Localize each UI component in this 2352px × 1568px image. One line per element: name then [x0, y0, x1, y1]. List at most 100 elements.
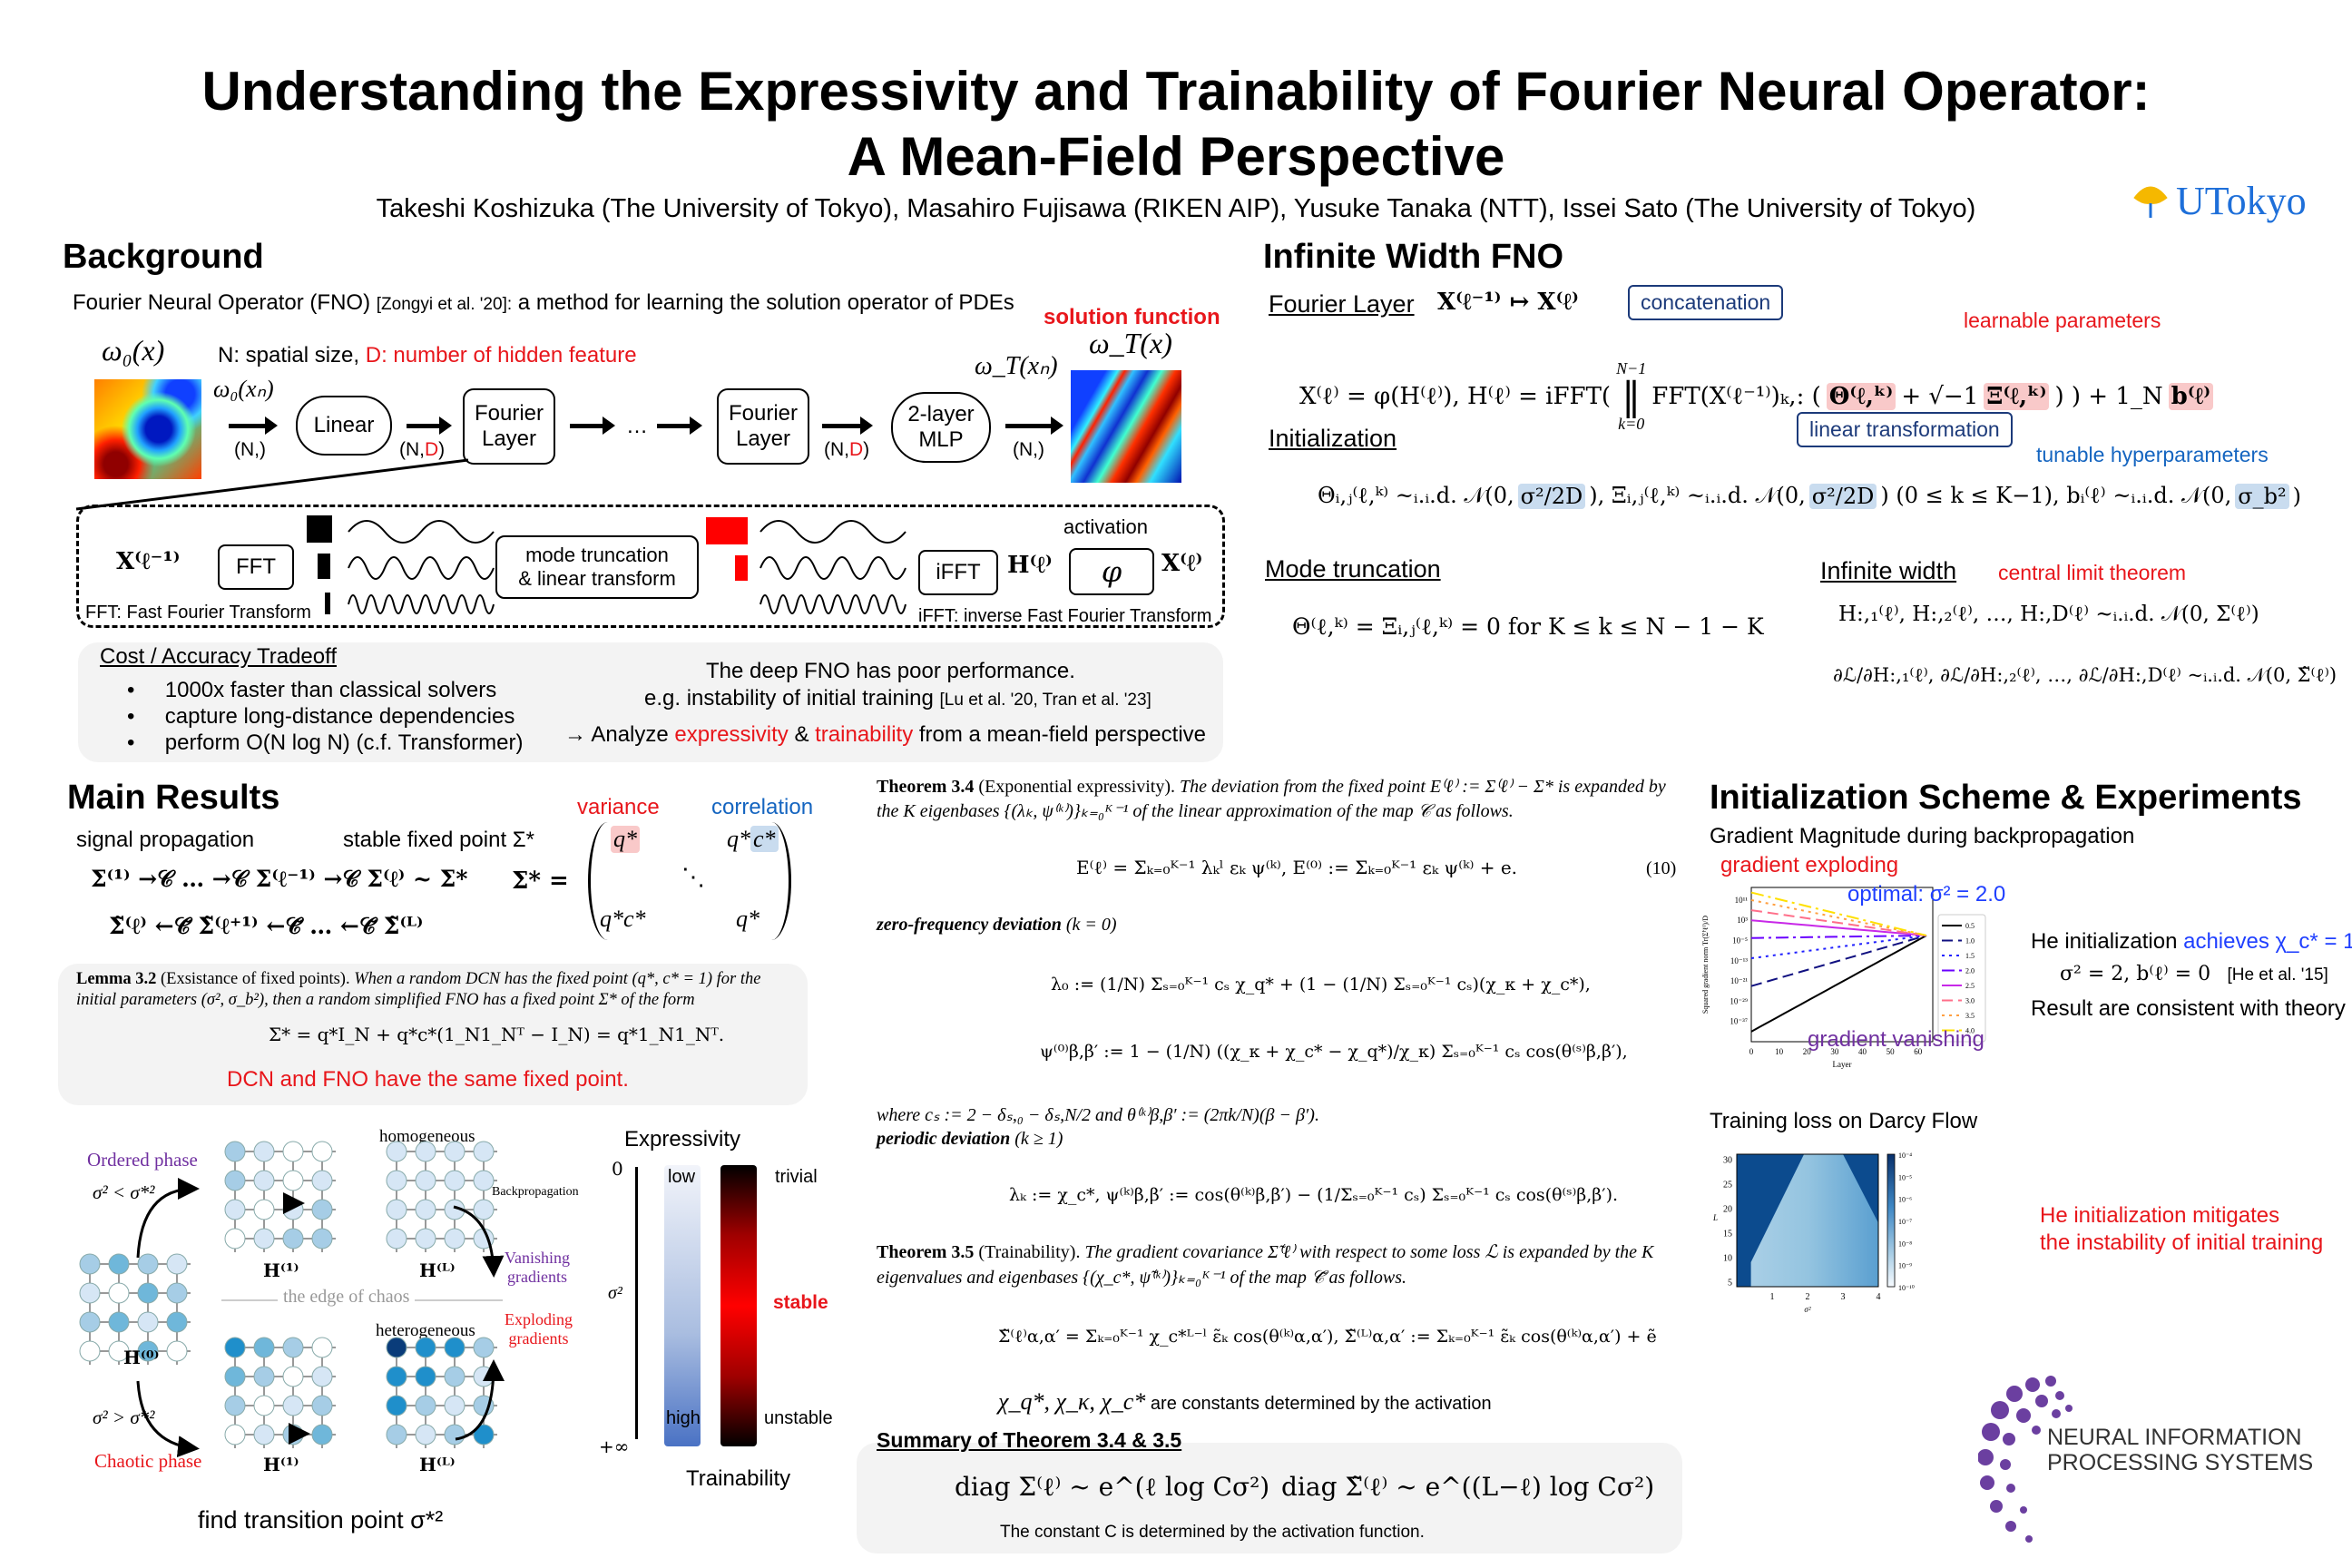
x-tick-label: 0	[1749, 1047, 1754, 1056]
colorbar-tick-label: 10⁻¹⁰	[1898, 1284, 1915, 1292]
optimal-label: optimal: σ² = 2.0	[1847, 882, 2006, 906]
node	[79, 1311, 101, 1333]
node	[253, 1141, 275, 1162]
node	[415, 1170, 436, 1191]
node	[108, 1253, 130, 1275]
lemma-equation: Σ* = q*I_N + q*c*(1_N1_Nᵀ − I_N) = q*1_N…	[269, 1024, 725, 1045]
series-line-3.5	[1750, 898, 1927, 936]
node	[473, 1199, 495, 1220]
theorem-3-5-eq: Σ̃⁽ℓ⁾α,α′ = Σₖ₌₀ᴷ⁻¹ χ_c*ᴸ⁻ˡ ε̃ₖ cos(θ⁽ᵏ⁾…	[998, 1327, 1657, 1347]
h1-label: H⁽¹⁾	[263, 1259, 299, 1281]
series-line-1.5	[1750, 934, 1927, 960]
activation-label: activation	[1063, 515, 1148, 538]
x-tick-label: 4	[1877, 1292, 1881, 1302]
homogeneous-label: homogeneous	[379, 1127, 475, 1146]
node	[253, 1199, 275, 1220]
backpropagation-label: Backpropagation	[492, 1185, 579, 1199]
trivial-label: trivial	[775, 1167, 818, 1187]
node	[79, 1340, 101, 1362]
poster-title-line1: Understanding the Expressivity and Train…	[201, 61, 2151, 122]
vanishing-gradients-label: Vanishing gradients	[505, 1249, 570, 1286]
y-tick-label: 10⁻²¹	[1730, 976, 1748, 985]
colorbar-tick-label: 10⁻⁶	[1898, 1196, 1912, 1204]
y-tick-label: 10⁻²⁹	[1730, 996, 1748, 1005]
matrix-diag-entry: q*	[736, 906, 760, 932]
node	[282, 1228, 304, 1250]
node	[473, 1424, 495, 1446]
node	[79, 1253, 101, 1275]
dim-label: (N,)	[1013, 439, 1044, 460]
node	[137, 1253, 159, 1275]
node	[253, 1170, 275, 1191]
arrow	[1005, 416, 1063, 435]
mlp-block: 2-layer MLP	[891, 392, 991, 463]
linear-transformation-note: linear transformation	[1797, 412, 2013, 447]
node	[311, 1337, 333, 1358]
sigma-hyperparam: σ²/2D	[1808, 483, 1877, 509]
activation-block: φ	[1069, 548, 1154, 595]
node	[108, 1311, 130, 1333]
node	[415, 1228, 436, 1250]
arrow	[657, 416, 702, 435]
node	[444, 1228, 466, 1250]
he-init-eq: σ² = 2, b⁽ℓ⁾ = 0 [He et al. '15]	[2060, 963, 2328, 985]
main-results-heading: Main Results	[67, 779, 280, 817]
node	[282, 1170, 304, 1191]
heatmap-low-loss-region	[1750, 1154, 1878, 1287]
node	[386, 1337, 407, 1358]
arrow	[229, 416, 278, 435]
tradeoff-title: Cost / Accuracy Tradeoff	[100, 644, 338, 669]
mode-truncation-block: mode truncation & linear transform	[495, 535, 699, 599]
sigma-axis-zero: 0	[612, 1158, 623, 1180]
omega-t-xn: ω_T(xₙ)	[975, 352, 1058, 380]
exploding-gradients-label: Exploding gradients	[505, 1310, 573, 1348]
learnable-note: learnable parameters	[1964, 309, 2161, 332]
node	[311, 1199, 333, 1220]
bullet-item: • perform O(N log N) (c.f. Transformer)	[127, 730, 524, 755]
mitigates-note-1: He initialization mitigates	[2040, 1203, 2280, 1228]
legend-label: 2.5	[1965, 982, 1975, 990]
plot-frame	[1750, 887, 1934, 1043]
utokyo-logo: UTokyo	[2131, 178, 2307, 224]
series-line-1.0	[1750, 934, 1927, 987]
h-label: H⁽ℓ⁾	[1007, 552, 1053, 579]
node-grid	[386, 1141, 497, 1252]
node	[415, 1424, 436, 1446]
node	[415, 1141, 436, 1162]
legend-label: 1.0	[1965, 937, 1975, 946]
bullet-item: • 1000x faster than classical solvers	[127, 678, 497, 702]
node	[386, 1141, 407, 1162]
node	[386, 1199, 407, 1220]
lambda0-eq: λ₀ := (1/N) Σₛ₌₀ᴷ⁻¹ cₛ χ_q* + (1 − (1/N)…	[1051, 975, 1591, 995]
truncated-modes-waves	[760, 520, 906, 614]
activation-distribution-eq: H:,₁⁽ℓ⁾, H:,₂⁽ℓ⁾, …, H:,D⁽ℓ⁾ ~ᵢ.ᵢ.d. 𝒩(0…	[1838, 603, 2259, 626]
y-tick-label: 25	[1723, 1180, 1732, 1190]
sigma-star-eq: Σ* =	[512, 867, 569, 895]
node	[473, 1337, 495, 1358]
fixed-point-matrix: q* q*c* ⋱ q*c* q*	[588, 822, 791, 940]
gradient-exploding-label: gradient exploding	[1720, 853, 1899, 877]
poor-performance: The deep FNO has poor performance.	[706, 659, 1075, 683]
forward-propagation-eq: Σ⁽¹⁾ →𝒞 … →𝒞 Σ⁽ℓ⁻¹⁾ →𝒞 Σ⁽ℓ⁾ ~ Σ*	[91, 866, 468, 892]
ordered-phase-label: Ordered phase	[87, 1149, 198, 1171]
hL-label: H⁽ᴸ⁾	[419, 1259, 456, 1281]
fft-block: FFT	[218, 544, 294, 590]
fourier-layer-map: X⁽ℓ⁻¹⁾ ↦ X⁽ℓ⁾	[1437, 289, 1579, 316]
summary-heading: Summary of Theorem 3.4 & 3.5	[877, 1428, 1182, 1452]
y-tick-label: 15	[1723, 1230, 1732, 1240]
freq-bar	[318, 554, 330, 579]
bullet-item: • capture long-distance dependencies	[127, 704, 515, 729]
node	[137, 1282, 159, 1304]
solution-function-label: solution function	[1044, 305, 1220, 329]
freq-bar-red	[706, 517, 748, 544]
input-field-image	[94, 379, 201, 479]
phase-arrows	[136, 1178, 505, 1458]
freq-bar	[307, 515, 332, 543]
node	[108, 1340, 130, 1362]
node	[253, 1337, 275, 1358]
n-label: N: spatial size,	[218, 343, 360, 368]
node	[253, 1366, 275, 1387]
lemma-text: Lemma 3.2 (Exsistance of fixed points). …	[76, 970, 761, 1009]
high-label: high	[666, 1408, 701, 1428]
